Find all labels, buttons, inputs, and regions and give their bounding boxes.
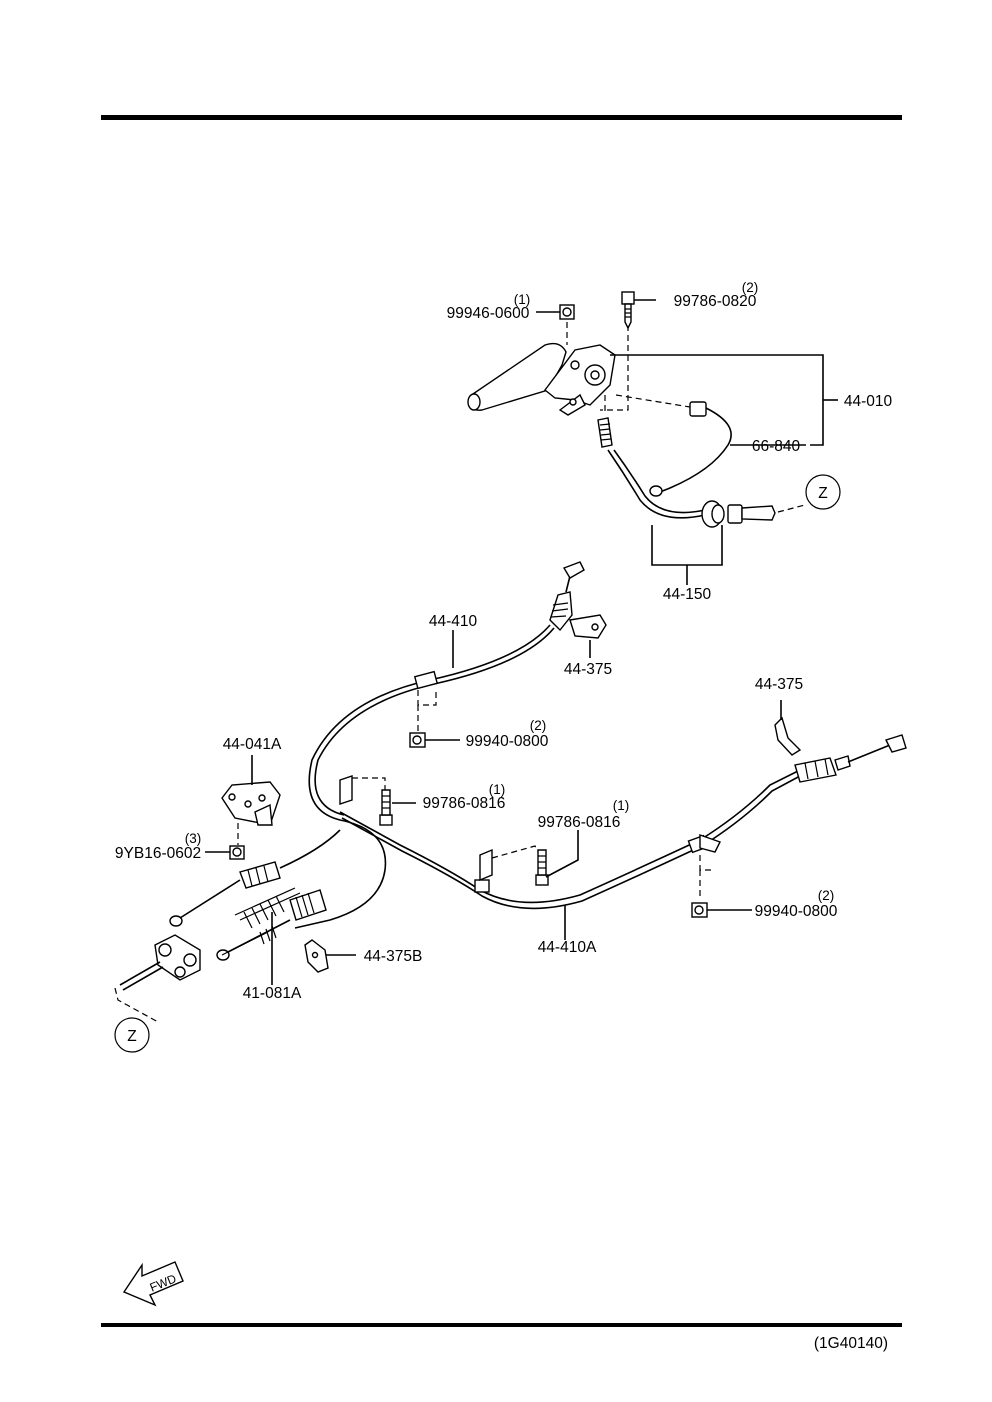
bottom-rule [101, 1323, 902, 1327]
qty-9YB16-0602: (3) [185, 831, 202, 846]
rear-cable-44-410A [169, 734, 907, 927]
brake-switch-harness [649, 401, 732, 497]
label-99786-0816-left: 99786-0816 [423, 795, 506, 812]
label-44-375-right: 44-375 [755, 676, 803, 693]
bracket-44-375-upper [569, 614, 607, 639]
nut-99940-0800-upper [409, 732, 426, 748]
label-41-081A: 41-081A [243, 985, 302, 1002]
connector-z-upper-letter: Z [818, 485, 827, 502]
label-99786-0816-right: 99786-0816 [538, 814, 621, 831]
connector-z-lower: Z [114, 1017, 150, 1053]
label-99940-0800-lower: 99940-0800 [755, 903, 838, 920]
nut-99940-0800-lower [691, 902, 708, 918]
qty-99786-0816-left: (1) [489, 782, 506, 797]
label-44-041A: 44-041A [223, 736, 282, 753]
connector-z-upper: Z [805, 474, 841, 510]
label-99940-0800-upper: 99940-0800 [466, 733, 549, 750]
bolt-99786-0816-left [379, 789, 393, 826]
bracket-44-375-right [774, 716, 802, 756]
connector-z-lower-letter: Z [127, 1028, 136, 1045]
equalizer-44-041A [221, 781, 281, 826]
label-44-410: 44-410 [429, 613, 478, 630]
nut-9YB16-0602 [229, 845, 245, 860]
qty-99946-0600: (1) [514, 292, 531, 307]
fwd-arrow-icon: FWD [122, 1261, 184, 1307]
leader-lines [205, 299, 838, 985]
label-9YB16-0602: 9YB16-0602 [115, 845, 201, 862]
label-44-410A: 44-410A [538, 939, 597, 956]
rear-cable-44-410 [216, 561, 585, 961]
top-rule [101, 115, 902, 120]
qty-99786-0820: (2) [742, 280, 759, 295]
label-44-010: 44-010 [844, 393, 893, 410]
qty-99940-0800-lower: (2) [818, 888, 835, 903]
label-44-150: 44-150 [663, 586, 712, 603]
label-66-840: 66-840 [752, 438, 801, 455]
springs-41-081A [221, 887, 301, 956]
qty-99940-0800-upper: (2) [530, 718, 547, 733]
label-99786-0820: 99786-0820 [674, 293, 757, 310]
qty-99786-0816-right: (1) [613, 798, 630, 813]
yoke-assembly [119, 934, 201, 991]
bracket-44-375B [304, 939, 329, 973]
label-44-375B: 44-375B [364, 948, 423, 965]
label-44-375-upper: 44-375 [564, 661, 612, 678]
nut-99946-0600 [559, 304, 575, 320]
parking-brake-lever [467, 342, 616, 416]
label-99946-0600: 99946-0600 [447, 305, 530, 322]
bolt-99786-0816-right [535, 849, 549, 886]
bolt-99786-0820 [621, 291, 635, 330]
front-cable-44-150 [597, 417, 776, 528]
diagram-code: (1G40140) [814, 1335, 888, 1352]
